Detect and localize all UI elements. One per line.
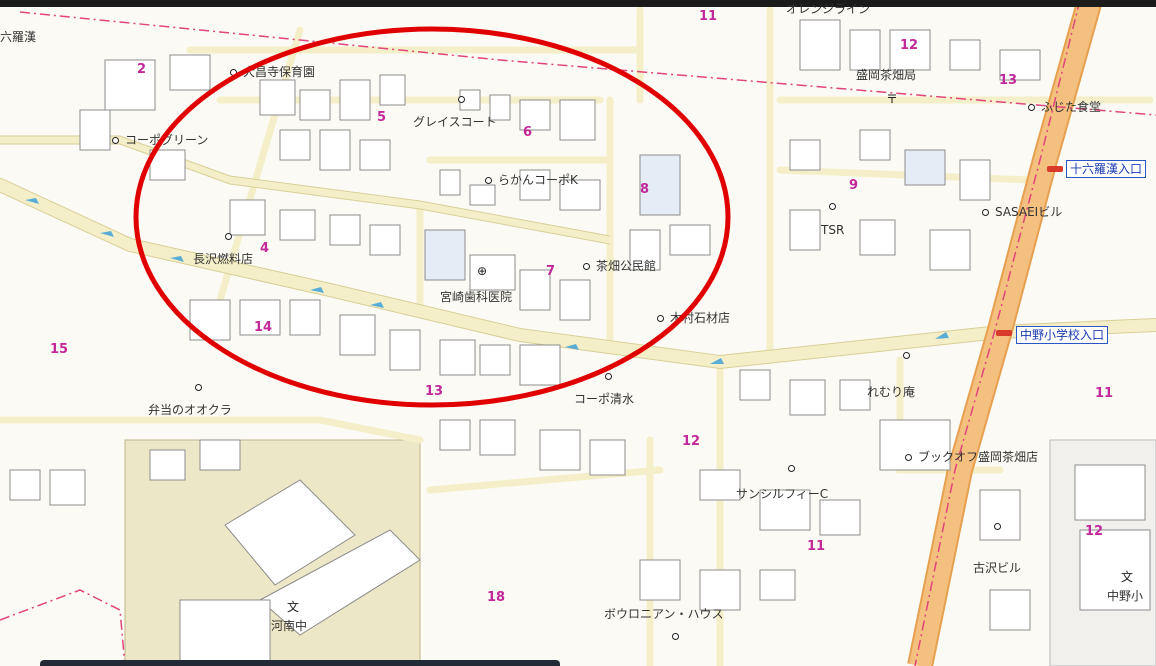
block-number: 11 (1095, 386, 1114, 401)
poi-dot-icon (485, 177, 492, 184)
place-grace[interactable]: グレイスコート (413, 115, 497, 129)
minor-roads (0, 6, 1154, 666)
hospital-icon: ⊕ (477, 264, 488, 278)
place-nakano-es[interactable]: 中野小 (1107, 589, 1144, 603)
block-number: 18 (487, 590, 506, 605)
block-number: 8 (640, 182, 650, 197)
place-sunsilfy[interactable]: サンシルフィーC (736, 487, 829, 501)
poi-dot-icon (829, 203, 836, 210)
block-number: 12 (1085, 524, 1104, 539)
place-konan[interactable]: 河南中 (271, 619, 308, 633)
block-number: 12 (900, 38, 919, 53)
block-number: 13 (999, 73, 1018, 88)
block-number: 11 (699, 9, 718, 24)
block-number: 13 (425, 384, 444, 399)
window-top-bar (0, 0, 1156, 7)
poi-dot-icon (225, 233, 232, 240)
place-bookoff[interactable]: ブックオフ盛岡茶畑店 (905, 450, 1038, 464)
place-bento[interactable]: 弁当のオオクラ (148, 403, 232, 417)
one-way-arrows (25, 198, 949, 364)
place-furusawa[interactable]: 古沢ビル (973, 561, 1022, 575)
place-fujita[interactable]: ふじた食堂 (1028, 100, 1101, 114)
poi-dot-icon (657, 315, 664, 322)
bottom-panel-edge (40, 660, 560, 666)
poi-dot-icon (1028, 104, 1035, 111)
poi-dot-icon (994, 523, 1001, 530)
block-number: 9 (849, 178, 859, 193)
poi-dot-icon (982, 209, 989, 216)
place-post[interactable]: 盛岡茶畑局 (856, 68, 917, 82)
block-number: 14 (254, 320, 273, 335)
place-oyorinji[interactable]: 大昌寺保育園 (230, 65, 315, 79)
block-number: 2 (137, 62, 147, 77)
area-label-upper-left: 六羅漢 (0, 30, 37, 44)
bus-stop-juroku[interactable]: 十六羅漢入口 (1066, 160, 1147, 178)
block-number: 11 (807, 539, 826, 554)
poi-dot-icon (903, 352, 910, 359)
post-office-icon: 〒 (886, 92, 899, 106)
place-kopo-shimizu[interactable]: コーポ清水 (574, 392, 635, 406)
place-sasaei[interactable]: SASAEIビル (982, 205, 1062, 219)
place-rakan[interactable]: らかんコーポK (485, 173, 578, 187)
place-miyazaki[interactable]: 宮崎歯科医院 (440, 290, 513, 304)
school-icon: 文 (1121, 570, 1134, 584)
poi-dot-icon (195, 384, 202, 391)
poi-dot-icon (605, 373, 612, 380)
place-nagasawa[interactable]: 長沢燃料店 (193, 252, 254, 266)
poi-dot-icon (672, 633, 679, 640)
poi-dot-icon (458, 96, 465, 103)
poi-dot-icon (788, 465, 795, 472)
bus-stop-nakano[interactable]: 中野小学校入口 (1016, 326, 1109, 344)
bus-stop-icon (1047, 166, 1063, 172)
school-icon: 文 (287, 600, 300, 614)
block-number: 6 (523, 125, 533, 140)
poi-dot-icon (905, 454, 912, 461)
block-number: 5 (377, 110, 387, 125)
block-number: 15 (50, 342, 69, 357)
place-kohogreen[interactable]: コーポグリーン (112, 133, 208, 147)
block-number: 7 (546, 264, 556, 279)
place-chabata-kominkan[interactable]: 茶畑公民館 (583, 259, 656, 273)
building-footprints (9, 19, 1151, 666)
place-bologna[interactable]: ボウロニアン・ハウス (604, 607, 724, 621)
line-label-orange: オレンジライン (786, 2, 871, 16)
bus-stop-icon (996, 330, 1012, 336)
poi-dot-icon (112, 137, 119, 144)
poi-dot-icon (583, 263, 590, 270)
block-number: 4 (260, 241, 270, 256)
place-tsr[interactable]: TSR (821, 223, 845, 237)
place-remuri[interactable]: れむり庵 (867, 385, 916, 399)
block-number: 12 (682, 434, 701, 449)
